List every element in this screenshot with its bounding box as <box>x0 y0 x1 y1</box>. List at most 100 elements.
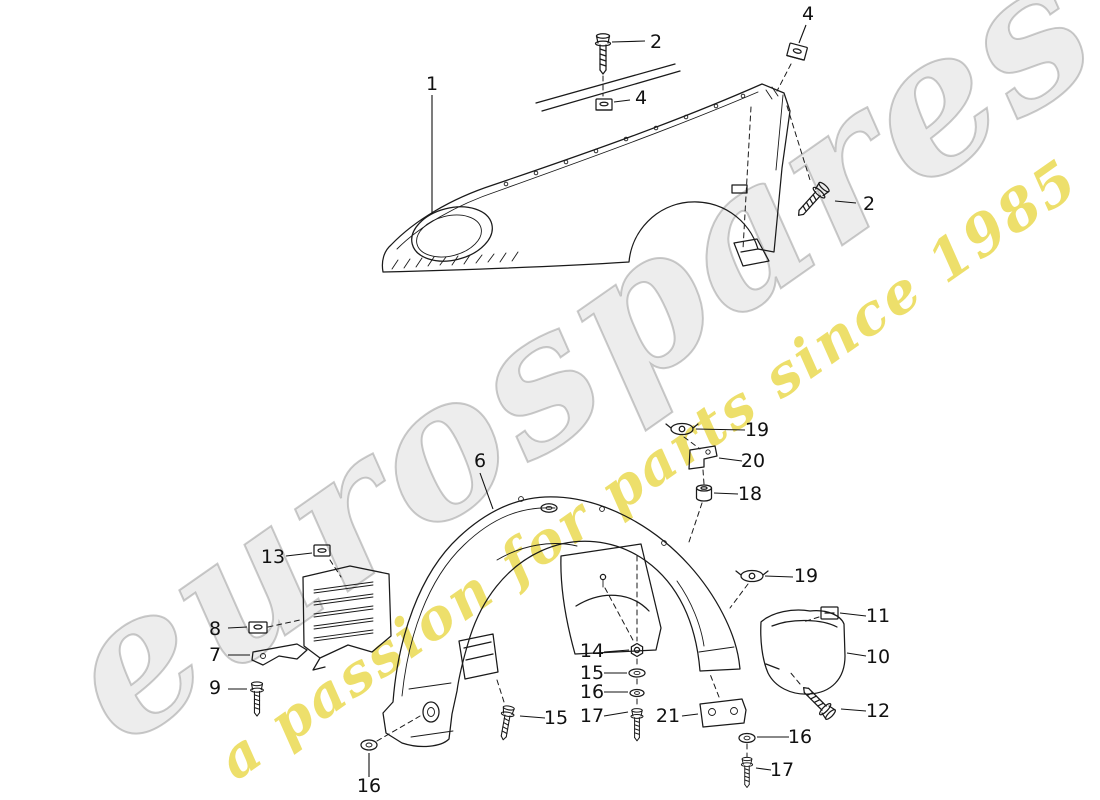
liner-grommet <box>540 503 558 513</box>
clip19b-assembly-line <box>729 583 749 609</box>
part-number-label: 4 <box>801 3 815 25</box>
stone-guard-part10 <box>760 609 846 695</box>
nut18-assembly-line <box>687 502 703 546</box>
part-number-label: 1 <box>425 73 439 95</box>
clip-symbol-part4-topright <box>786 42 808 61</box>
screw-symbol-part2-top <box>594 33 612 75</box>
wheel-liner-group <box>382 496 741 748</box>
leader-lines <box>227 24 867 777</box>
clip19a-assembly-line <box>683 436 701 450</box>
liner-flange-line <box>401 507 556 697</box>
fender-rear-flange <box>765 86 784 171</box>
liner-grommet-hole <box>545 505 553 511</box>
screw-symbol-part17b <box>740 756 754 788</box>
part-number-label: 15 <box>579 662 605 684</box>
part-number-label: 12 <box>865 700 891 722</box>
part-number-label: 17 <box>769 759 795 781</box>
bracket-symbol-part7 <box>251 643 308 666</box>
part-number-label: 14 <box>579 640 605 662</box>
liner-surface-lines <box>496 543 735 653</box>
washer15-hole <box>633 670 641 676</box>
bottom-fasteners-group <box>360 642 756 788</box>
washer16c-assembly-line <box>376 715 421 742</box>
part-number-label: 10 <box>865 646 891 668</box>
shield-assembly-line <box>267 619 301 628</box>
clip11-assembly-line <box>802 616 820 623</box>
door-edge-hidden <box>742 106 752 250</box>
front-fender-group <box>381 63 791 273</box>
bracket7-hole <box>260 653 266 659</box>
cowl-lines <box>535 63 681 112</box>
fender-vent-slits <box>391 251 519 270</box>
liner-front-hole-inner <box>427 707 435 717</box>
washer-symbol-part16b <box>738 732 756 744</box>
clip13-assembly-line <box>329 559 342 578</box>
part-number-label: 2 <box>649 31 663 53</box>
liner-front-box <box>408 682 454 738</box>
part-number-label: 2 <box>862 193 876 215</box>
screw-symbol-part17 <box>630 708 644 742</box>
screw15b-assembly-line <box>496 679 505 703</box>
washer-symbol-part15 <box>628 668 646 678</box>
liner-rear-panel <box>560 543 662 655</box>
nut-symbol-part18 <box>695 484 713 502</box>
part-number-label: 6 <box>473 450 487 472</box>
part-number-label: 11 <box>865 605 891 627</box>
access-cover-panel <box>302 565 392 671</box>
part-number-label: 16 <box>356 775 382 797</box>
part-number-label: 9 <box>208 677 222 699</box>
bracket-symbol-part20 <box>688 445 718 470</box>
liner-stud <box>599 573 607 581</box>
screw2-right-assembly-line <box>786 105 811 181</box>
liner-mount-tabs <box>518 496 667 546</box>
part-number-label: 8 <box>208 618 222 640</box>
liner-front-hole <box>422 701 440 723</box>
right-parts-group <box>665 422 846 722</box>
left-parts-group <box>248 544 392 717</box>
part-number-label: 19 <box>744 419 770 441</box>
washer16b-hole <box>743 735 751 741</box>
bracket-symbol-part21 <box>699 698 747 728</box>
nut-symbol-part8 <box>248 621 268 634</box>
bracket21-assembly-line <box>709 673 720 698</box>
fender-corner-bracket <box>733 238 770 267</box>
part-number-label: 16 <box>787 726 813 748</box>
liner-pocket <box>458 633 499 680</box>
screw-symbol-part12 <box>797 681 838 722</box>
washer16c-hole <box>365 742 373 748</box>
clip4-assembly-line <box>776 63 792 92</box>
washer-symbol-part16 <box>629 688 645 698</box>
bracket21-hole-1 <box>708 708 716 716</box>
screw-symbol-part2-right <box>792 179 832 221</box>
part-number-label: 18 <box>737 483 763 505</box>
washer16-hole <box>634 691 640 695</box>
nut-symbol-part14 <box>630 642 644 658</box>
headlight-opening-inner <box>416 214 482 258</box>
screw-symbol-part9 <box>250 681 264 717</box>
screw12-assembly-line <box>789 671 801 685</box>
bracket20-assembly-line <box>702 469 705 485</box>
part-number-label: 13 <box>260 546 286 568</box>
washer-symbol-part16c <box>360 739 378 751</box>
part-number-label: 16 <box>579 681 605 703</box>
stud-assembly-line <box>604 587 635 643</box>
part-number-label: 17 <box>579 705 605 727</box>
clip-symbol-part19-lower <box>735 569 769 583</box>
part-number-label: 19 <box>793 565 819 587</box>
top-fasteners-group <box>594 33 832 221</box>
part-number-label: 7 <box>208 644 222 666</box>
part-number-label: 15 <box>543 707 569 729</box>
fender-mount-holes <box>503 93 746 187</box>
fender-outline <box>381 83 791 273</box>
bracket21-hole-2 <box>730 707 738 715</box>
side-marker-slot <box>731 184 748 194</box>
access-cover-louvers <box>313 581 374 642</box>
fender-top-crease <box>396 91 759 250</box>
part-number-label: 20 <box>740 450 766 472</box>
part-number-label: 4 <box>634 87 648 109</box>
screw-symbol-part15b <box>496 704 516 742</box>
headlight-opening <box>411 206 493 262</box>
part-number-label: 21 <box>655 705 681 727</box>
